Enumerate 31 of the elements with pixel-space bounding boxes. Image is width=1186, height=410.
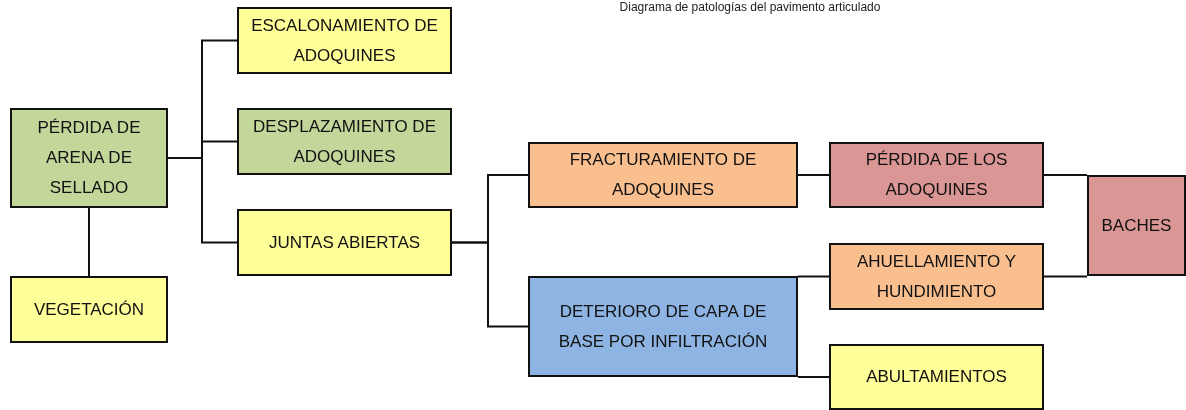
box-label: DESPLAZAMIENTO DE ADOQUINES xyxy=(252,115,437,168)
box-label: JUNTAS ABIERTAS xyxy=(268,231,421,254)
box-label: ABULTAMIENTOS xyxy=(866,366,1007,388)
process-box xyxy=(1087,175,1186,276)
box-label: AHUELLAMIENTO Y HUNDIMIENTO xyxy=(855,250,1017,303)
box-label: DETERIORO DE CAPA DE BASE POR INFILTRACIÓN xyxy=(557,300,769,353)
box-label: FRACTURAMIENTO DE ADOQUINES xyxy=(568,149,758,201)
connector-line xyxy=(1043,275,1088,278)
process-box xyxy=(829,142,1044,208)
diagram-title: Diagrama de patologías del pavimento articulado xyxy=(618,0,882,14)
box-label: PÉRDIDA DE ARENA DE SELLADO xyxy=(36,117,142,199)
connector-line xyxy=(1043,174,1088,176)
box-label: BACHES xyxy=(1101,214,1172,237)
process-box xyxy=(829,344,1044,410)
process-box xyxy=(237,209,452,276)
process-box xyxy=(237,7,452,74)
process-box xyxy=(10,108,168,208)
connector-line xyxy=(451,241,529,328)
box-label: VEGETACIÓN xyxy=(33,298,145,321)
box-label: PÉRDIDA DE LOS ADOQUINES xyxy=(864,149,1009,201)
connector-line xyxy=(797,174,830,176)
connector-line xyxy=(797,275,830,278)
connector-line xyxy=(88,207,90,277)
box-label: ESCALONAMIENTO DE ADOQUINES xyxy=(250,14,439,67)
process-box xyxy=(829,243,1044,310)
process-box xyxy=(237,108,452,175)
process-box xyxy=(528,142,798,208)
process-box xyxy=(10,276,168,343)
connector-line xyxy=(167,157,238,244)
process-box xyxy=(528,276,798,377)
connector-line xyxy=(797,376,830,378)
